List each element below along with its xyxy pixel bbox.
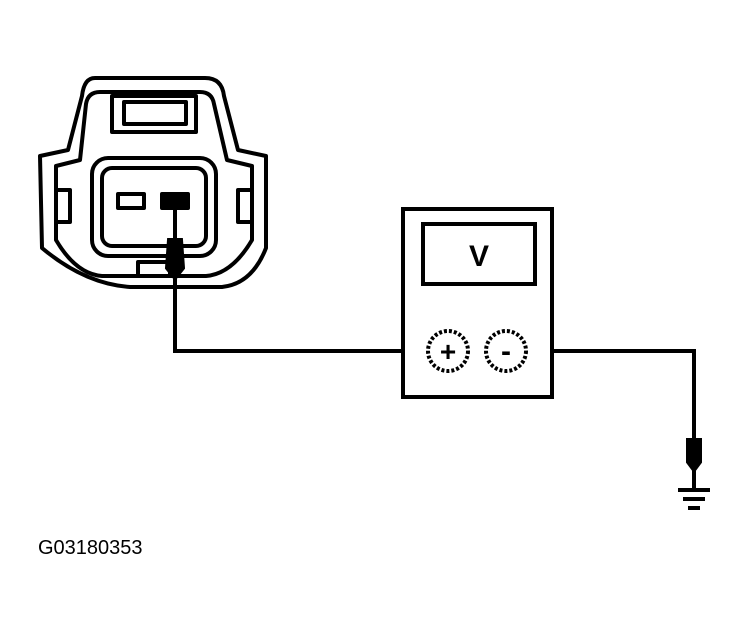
ground-connector [686,438,702,490]
connector-latch [110,94,198,134]
wiring [173,278,696,440]
connector-terminal-cavity-inner [100,166,208,248]
connector-bottom-key [136,260,172,276]
negative-terminal [484,329,528,373]
positive-terminal-symbol: + [440,336,456,367]
ground-symbol [678,488,710,510]
connector [38,76,268,289]
positive-terminal [426,329,470,373]
wire-positive [173,278,428,353]
connector-side-tab-right [236,188,252,224]
connector-side-tab-left [56,188,72,224]
wire-negative [526,349,696,440]
negative-terminal-symbol: - [501,335,511,368]
figure-code: G03180353 [38,537,143,559]
connector-inner-shell [54,90,254,278]
terminal-pin-2 [160,192,190,210]
terminal-pin-1 [116,192,146,210]
connector-terminal-cavity [90,156,218,258]
probe-tip [164,208,186,282]
connector-latch-inner [122,100,188,126]
voltmeter: V + - [401,207,554,399]
voltmeter-display [421,222,537,286]
voltmeter-display-unit: V [469,240,489,273]
